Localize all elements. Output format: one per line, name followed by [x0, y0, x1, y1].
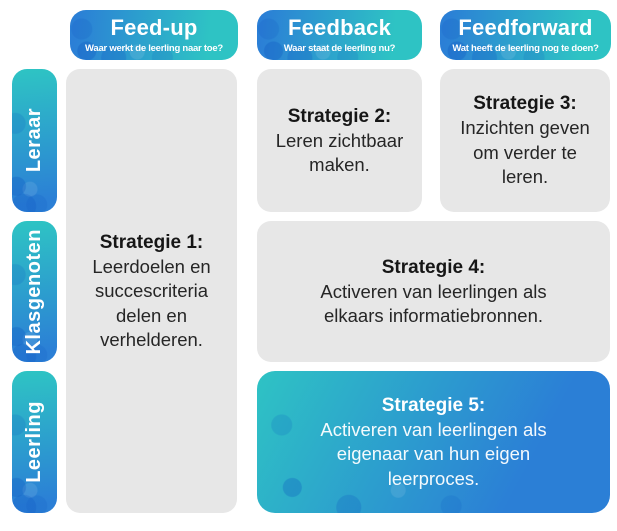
- row-label-leraar: Leraar: [12, 69, 57, 212]
- column-header-feedback: Feedback Waar staat de leerling nu?: [257, 10, 422, 60]
- strategy-body: Inzichten geven om verder te leren.: [460, 117, 590, 188]
- strategy-3-card: Strategie 3: Inzichten geven om verder t…: [440, 69, 610, 212]
- column-subtitle: Waar staat de leerling nu?: [283, 42, 396, 54]
- row-label-text: Klasgenoten: [23, 228, 45, 355]
- strategy-title: Strategie 1:: [99, 231, 204, 253]
- strategy-2-card: Strategie 2: Leren zichtbaar maken.: [257, 69, 422, 212]
- column-subtitle: Waar werkt de leerling naar toe?: [85, 42, 223, 54]
- row-label-leerling: Leerling: [12, 371, 57, 513]
- strategy-title: Strategie 2:: [287, 105, 392, 127]
- row-label-klasgenoten: Klasgenoten: [12, 221, 57, 362]
- strategy-body: Leerdoelen en succescriteria delen en ve…: [92, 255, 211, 350]
- row-label-text: Leerling: [23, 401, 45, 483]
- column-title: Feedforward: [458, 15, 593, 41]
- column-title: Feedback: [287, 15, 392, 41]
- strategy-1-card: Strategie 1: Leerdoelen en succescriteri…: [66, 69, 237, 513]
- strategy-title: Strategie 4:: [381, 256, 486, 278]
- column-title: Feed-up: [110, 15, 198, 41]
- column-header-feedforward: Feedforward Wat heeft de leerling nog te…: [440, 10, 611, 60]
- strategy-4-card: Strategie 4: Activeren van leerlingen al…: [257, 221, 610, 362]
- strategy-body: Leren zichtbaar maken.: [275, 129, 404, 176]
- column-header-feedup: Feed-up Waar werkt de leerling naar toe?: [70, 10, 238, 60]
- column-subtitle: Wat heeft de leerling nog te doen?: [452, 42, 599, 54]
- strategy-body: Activeren van leerlingen als eigenaar va…: [320, 418, 547, 489]
- strategy-5-card: Strategie 5: Activeren van leerlingen al…: [257, 371, 610, 513]
- strategy-title: Strategie 5:: [381, 394, 486, 416]
- row-label-text: Leraar: [23, 108, 45, 173]
- strategy-body: Activeren van leerlingen als elkaars inf…: [320, 280, 547, 327]
- strategy-title: Strategie 3:: [473, 93, 577, 115]
